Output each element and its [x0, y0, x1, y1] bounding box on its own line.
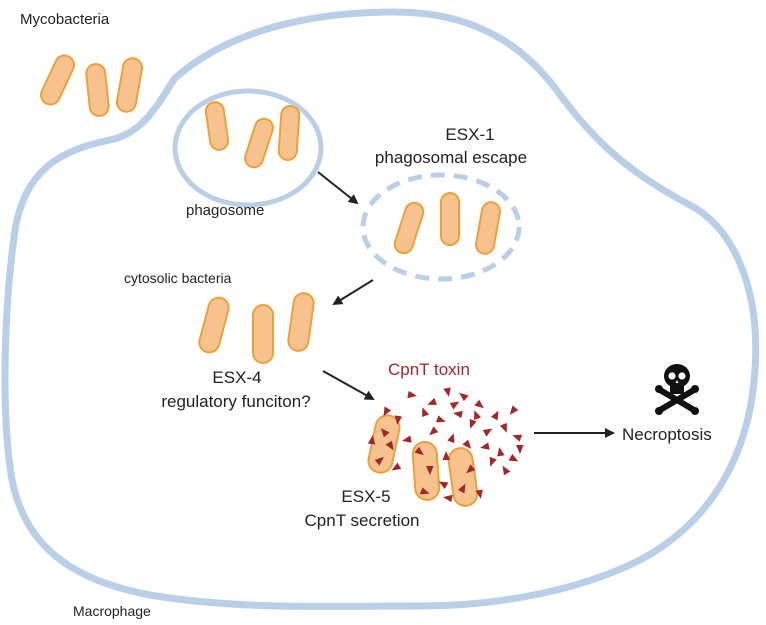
toxin-particle — [407, 390, 417, 399]
toxin-particle — [466, 464, 476, 474]
toxin-particle — [385, 440, 394, 451]
toxin-particle — [502, 465, 511, 476]
bacterium — [40, 54, 75, 106]
extracellular-bacteria — [40, 54, 144, 117]
toxin-particle — [469, 418, 477, 429]
mycobacteria-label: Mycobacteria — [20, 11, 110, 28]
toxin-particle — [394, 415, 403, 425]
macrophage-membrane — [1, 8, 760, 610]
toxin-particle — [449, 401, 460, 410]
esx4-title: ESX-4 — [212, 368, 261, 387]
cytosolic-bacteria-label: cytosolic bacteria — [124, 270, 232, 286]
bacterium — [198, 296, 230, 354]
skull-and-crossbones-icon — [655, 364, 699, 415]
bacterium — [447, 447, 479, 507]
esx1-title: ESX-1 — [445, 125, 494, 144]
phagosome-label: phagosome — [186, 202, 264, 219]
toxin-particle — [447, 433, 455, 444]
phagosome-bacteria — [204, 101, 301, 169]
toxin-particle — [427, 397, 437, 405]
arrow-phagosome-to-escape — [317, 171, 359, 205]
secreting-bacteria — [367, 414, 479, 507]
bacterium — [277, 105, 301, 161]
bacterium — [204, 101, 230, 151]
bacterium — [252, 304, 274, 364]
escaping-bacteria — [393, 192, 501, 255]
bacterium — [85, 63, 110, 117]
bacterium — [287, 292, 315, 352]
necroptosis-label: Necroptosis — [622, 425, 712, 444]
esx5-subtitle: CpnT secretion — [305, 511, 420, 530]
bacterium — [244, 117, 274, 169]
bacterium — [475, 201, 501, 255]
toxin-particle — [443, 387, 451, 397]
toxin-particle — [402, 435, 412, 443]
toxin-particle — [474, 399, 484, 409]
arrow-cytosol-to-secretion — [322, 370, 375, 400]
toxin-particle — [490, 410, 499, 421]
esx5-title: ESX-5 — [341, 487, 390, 506]
toxin-particle — [426, 466, 434, 475]
esx4-subtitle: regulatory funciton? — [161, 392, 310, 411]
toxin-particle — [380, 428, 390, 438]
toxin-particle — [497, 447, 505, 457]
toxin-particle — [435, 415, 446, 423]
toxin-particle — [474, 410, 482, 420]
toxin-particle — [475, 489, 483, 499]
toxin-particle — [419, 487, 430, 495]
toxin-particle — [442, 451, 450, 460]
toxin-particle — [438, 481, 449, 490]
toxin-particle — [367, 435, 376, 445]
macrophage-label: Macrophage — [73, 603, 151, 619]
toxin-particle — [414, 446, 424, 456]
toxin-particle — [457, 483, 466, 494]
bacterium — [440, 192, 460, 246]
esx1-subtitle: phagosomal escape — [375, 148, 527, 167]
toxin-particle — [459, 392, 469, 402]
bacterium — [393, 201, 425, 255]
toxin-particle — [516, 445, 524, 454]
toxin-particle — [508, 453, 519, 462]
cpnt-toxin-particles — [367, 387, 524, 503]
toxin-particle — [482, 428, 493, 437]
toxin-particle — [512, 434, 523, 442]
toxin-particle — [480, 442, 490, 450]
toxin-particle — [453, 410, 463, 419]
bacterium — [115, 57, 144, 113]
arrow-escape-to-cytosol — [332, 279, 374, 306]
cytosolic-bacteria — [198, 292, 315, 364]
toxin-particle — [422, 407, 430, 417]
cpnt-toxin-label: CpnT toxin — [388, 360, 470, 379]
toxin-particle — [383, 406, 392, 417]
toxin-particle — [374, 456, 384, 466]
toxin-particle — [429, 426, 439, 436]
ruptured-phagosome-membrane — [360, 172, 522, 282]
toxin-particle — [509, 405, 519, 415]
bacterium — [411, 441, 441, 501]
toxin-particle — [443, 494, 453, 503]
toxin-particle — [391, 462, 402, 471]
toxin-particle — [462, 439, 472, 449]
toxin-particle — [489, 456, 497, 467]
toxin-particle — [499, 423, 507, 433]
